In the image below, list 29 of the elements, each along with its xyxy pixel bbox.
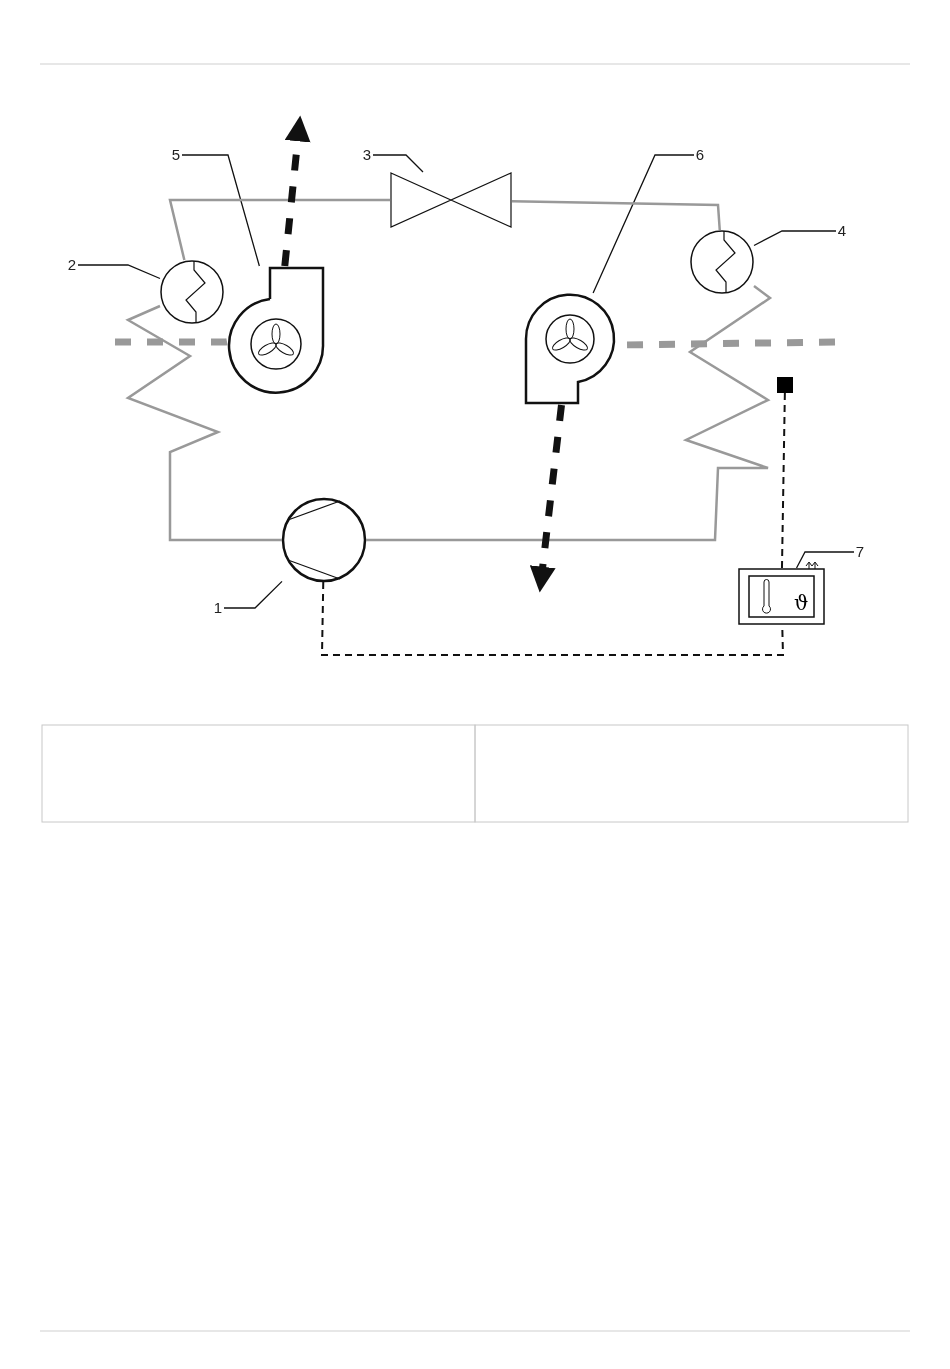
refrigerant-pipe xyxy=(366,285,773,542)
refrigerant-pipe xyxy=(511,199,721,231)
callout-number: 3 xyxy=(361,146,373,164)
compressor-symbol xyxy=(282,498,366,582)
leader-line xyxy=(77,264,161,280)
leader-line xyxy=(372,154,424,173)
leader-line xyxy=(592,154,695,294)
control-line xyxy=(321,581,785,656)
leader-line xyxy=(795,551,855,569)
expansion-valve-symbol xyxy=(390,172,512,228)
leader-line xyxy=(753,230,837,247)
radial-fan-symbol xyxy=(522,293,614,405)
control-line xyxy=(780,392,786,569)
symbol-text: ϑ xyxy=(794,592,809,614)
heat-exchanger-symbol xyxy=(690,230,754,294)
leader-line xyxy=(223,580,283,609)
callout-number: 7 xyxy=(854,543,866,561)
refrigerant-pipe xyxy=(125,304,282,542)
callout-number: 4 xyxy=(836,222,848,240)
airflow-arrow xyxy=(529,404,565,593)
callout-number: 5 xyxy=(170,146,182,164)
callout-number: 6 xyxy=(694,146,706,164)
refrigerant-pipe xyxy=(168,198,390,261)
heat-exchanger-symbol xyxy=(160,260,224,324)
leader-line xyxy=(181,154,260,267)
callout-number: 2 xyxy=(66,256,78,274)
airflow-arrow xyxy=(281,115,311,267)
sensor-symbol xyxy=(777,377,793,393)
callout-number: 1 xyxy=(212,599,224,617)
